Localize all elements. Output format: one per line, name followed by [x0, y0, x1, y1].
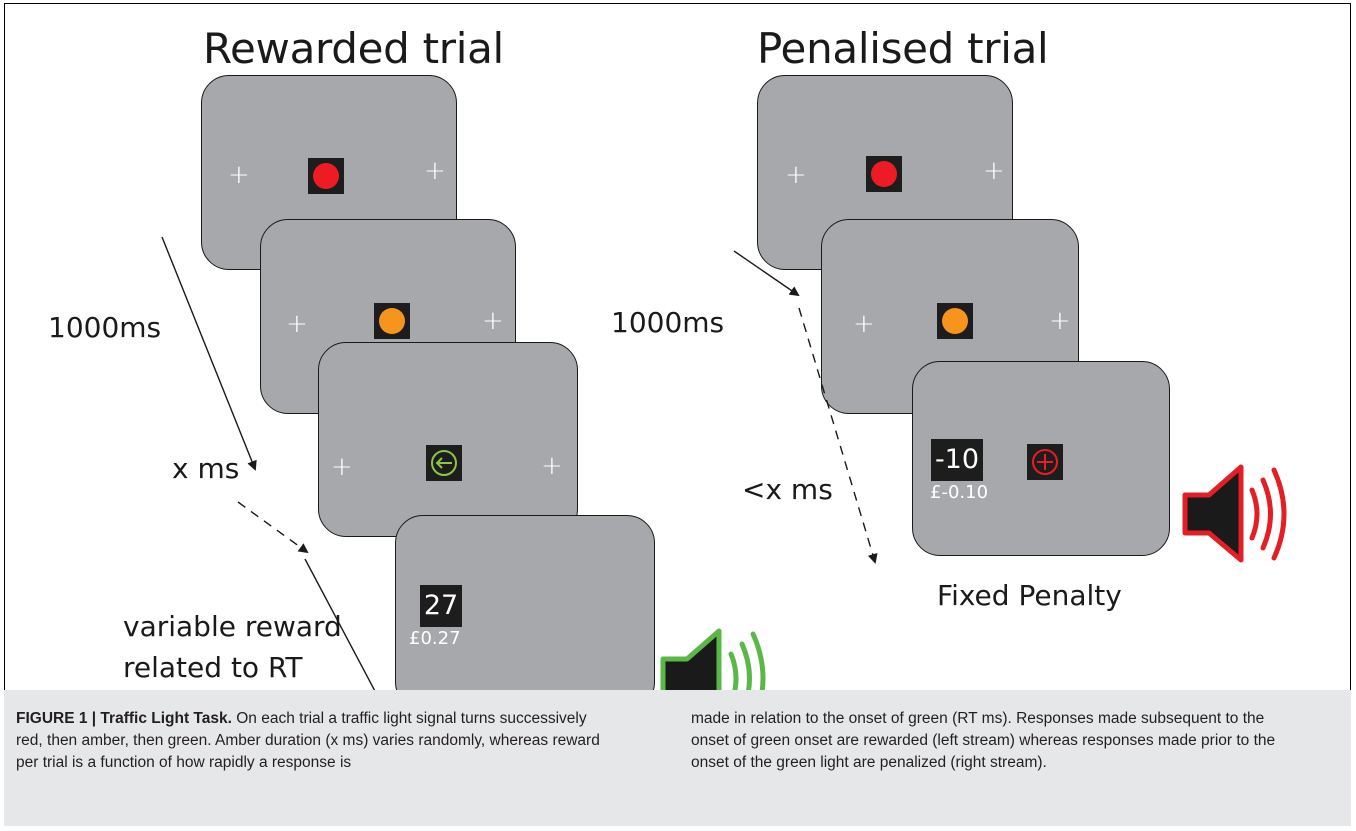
red-cross-circle-icon [1032, 449, 1058, 475]
left-arrow-reward [304, 558, 378, 694]
screen-penalty-feedback: -10 £-0.10 [912, 361, 1170, 556]
green-arrow-icon [431, 450, 457, 476]
red-speaker-icon [1182, 464, 1287, 563]
amber-light-icon [942, 308, 968, 334]
left-outcome-line-2: related to RT [123, 651, 303, 684]
reward-money: £0.27 [409, 628, 461, 649]
left-fixation-cross: + [286, 309, 308, 339]
fixed-penalty-label: Fixed Penalty [937, 579, 1122, 612]
right-fixation-cross: + [482, 306, 504, 336]
screen-green-light: + + [318, 342, 578, 537]
right-time-label-less-x-ms: <x ms [742, 473, 833, 506]
left-fixation-cross: + [331, 452, 353, 482]
amber-traffic-light [374, 303, 410, 339]
red-light-icon [313, 163, 339, 189]
penalised-trial-heading: Penalised trial [757, 24, 1049, 73]
left-fixation-cross: + [853, 309, 875, 339]
amber-light-icon [379, 308, 405, 334]
rewarded-trial-heading: Rewarded trial [203, 24, 504, 73]
left-arrow-x-ms [237, 501, 309, 554]
right-fixation-cross: + [541, 451, 563, 481]
caption-left-text: On each trial a traffic light signal tur… [16, 710, 600, 771]
red-traffic-light [866, 156, 902, 192]
amber-traffic-light [937, 303, 973, 339]
caption-title: FIGURE 1 | Traffic Light Task. [16, 710, 232, 727]
right-fixation-cross: + [983, 156, 1005, 186]
red-light-icon [871, 161, 897, 187]
left-arrow-1000ms [161, 236, 257, 471]
red-traffic-light [308, 158, 344, 194]
right-fixation-cross: + [1049, 306, 1071, 336]
right-time-label-1000ms: 1000ms [611, 306, 725, 339]
penalty-money: £-0.10 [930, 482, 989, 503]
green-speaker-icon [660, 628, 766, 694]
caption-right-text: made in relation to the onset of green (… [691, 710, 1276, 771]
caption-right-column: made in relation to the onset of green (… [691, 708, 1289, 774]
reward-score: 27 [420, 585, 462, 627]
left-time-label-1000ms: 1000ms [48, 311, 162, 344]
caption-left-column: FIGURE 1 | Traffic Light Task. On each t… [16, 708, 614, 774]
right-arrow-1000ms [733, 250, 800, 297]
figure-caption: FIGURE 1 | Traffic Light Task. On each t… [4, 690, 1351, 826]
red-cross-light [1027, 444, 1063, 480]
green-traffic-light [426, 445, 462, 481]
left-time-label-x-ms: x ms [172, 452, 240, 485]
diagram-overlay [161, 236, 1287, 694]
penalty-score: -10 [931, 439, 983, 481]
left-fixation-cross: + [228, 160, 250, 190]
screen-reward-feedback: 27 £0.27 [395, 515, 655, 710]
left-fixation-cross: + [785, 160, 807, 190]
figure-frame: Rewarded trial + + + + + + 27 £0.27 1 [4, 3, 1351, 826]
right-arrow-less-x-ms [798, 307, 878, 564]
right-fixation-cross: + [424, 156, 446, 186]
left-outcome-line-1: variable reward [123, 610, 342, 643]
